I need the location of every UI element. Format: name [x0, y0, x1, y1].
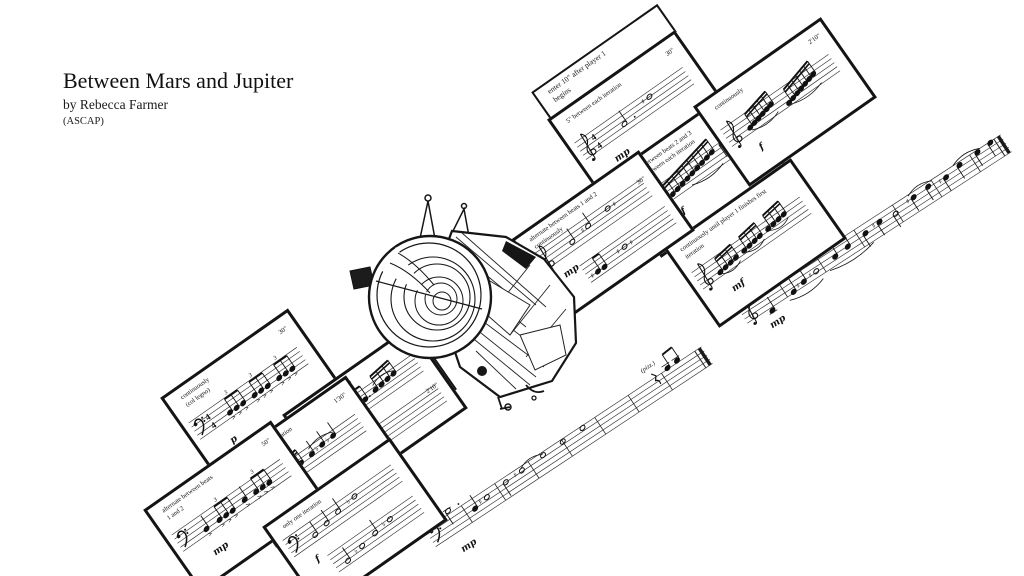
- svg-text:♯: ♯: [807, 271, 814, 280]
- svg-text:♯: ♯: [512, 471, 519, 480]
- svg-text:♯: ♯: [628, 238, 635, 246]
- svg-text:>: >: [267, 387, 275, 396]
- svg-text:♯: ♯: [795, 282, 802, 291]
- spacecraft-illustration: [349, 194, 578, 411]
- panel-duration: 50": [260, 437, 272, 449]
- svg-text:4: 4: [594, 140, 604, 151]
- svg-text:♭: ♭: [324, 436, 331, 444]
- svg-text:>: >: [244, 501, 252, 510]
- svg-text:3: 3: [247, 373, 254, 380]
- panel-staff: ♭: [278, 458, 413, 572]
- panel-staff-2: ♭♭: [323, 489, 435, 576]
- svg-text:>: >: [230, 413, 238, 422]
- svg-text:4: 4: [203, 411, 213, 422]
- svg-text:4: 4: [209, 420, 219, 431]
- panel-staff-2: ♯ ♯ ♯: [575, 200, 687, 298]
- svg-text:♭: ♭: [380, 520, 387, 528]
- score-panel-upper-d: continuously until player 1 finishes fir…: [663, 158, 847, 328]
- svg-text:♯: ♯: [904, 197, 911, 206]
- svg-text:>: >: [206, 530, 214, 539]
- svg-text:♯: ♯: [937, 177, 944, 186]
- svg-text:>: >: [292, 370, 300, 379]
- svg-text:>: >: [285, 374, 293, 383]
- svg-text:♯: ♯: [611, 200, 618, 208]
- svg-text:>: >: [254, 396, 262, 405]
- svg-text:♯: ♯: [477, 498, 484, 507]
- composer-credit: by Rebecca Farmer: [63, 97, 168, 112]
- svg-text:>: >: [256, 493, 264, 502]
- svg-text:♯: ♯: [640, 98, 647, 106]
- svg-text:♭: ♭: [313, 445, 320, 453]
- svg-text:♯: ♯: [689, 169, 696, 177]
- panel-duration: 30": [664, 46, 676, 58]
- svg-text:>: >: [269, 484, 277, 493]
- svg-text:♯: ♯: [870, 222, 877, 231]
- panel-duration: 30": [277, 325, 289, 337]
- svg-text:♯: ♯: [579, 226, 586, 234]
- svg-text:>: >: [236, 409, 244, 418]
- svg-text:3: 3: [223, 390, 230, 397]
- svg-text:3: 3: [249, 469, 256, 476]
- score-panel-upper-c: continuously 2'10" f: [693, 17, 877, 187]
- panel-staff: [687, 190, 822, 304]
- svg-text:>: >: [226, 516, 234, 525]
- title-block: Between Mars and Jupiter by Rebecca Farm…: [63, 68, 293, 127]
- svg-text:>: >: [261, 392, 269, 401]
- svg-text:>: >: [279, 379, 287, 388]
- svg-text:>: >: [243, 404, 251, 413]
- svg-text:3: 3: [272, 355, 279, 362]
- svg-text:>: >: [232, 512, 240, 521]
- panel-duration: 2'10": [806, 32, 823, 46]
- score-panel-lower-j: only one iteration ♭ ♭♭ f: [262, 437, 448, 576]
- svg-text:♭: ♭: [352, 547, 359, 555]
- work-title: Between Mars and Jupiter: [63, 68, 294, 93]
- panel-staff: ♯♯: [528, 173, 663, 287]
- svg-text:♯: ♯: [615, 248, 622, 256]
- svg-text:♭: ♭: [345, 497, 352, 505]
- svg-text:>: >: [262, 488, 270, 497]
- svg-text:♯: ♯: [589, 272, 596, 280]
- panel-staff: [716, 48, 851, 162]
- panel-staff: >>>>3>>>>3: [167, 453, 302, 567]
- dish-antenna: [367, 234, 493, 360]
- svg-text:4: 4: [589, 131, 599, 142]
- rights-society: (ASCAP): [63, 116, 104, 127]
- svg-text:>: >: [219, 521, 227, 530]
- svg-text:3: 3: [212, 497, 219, 504]
